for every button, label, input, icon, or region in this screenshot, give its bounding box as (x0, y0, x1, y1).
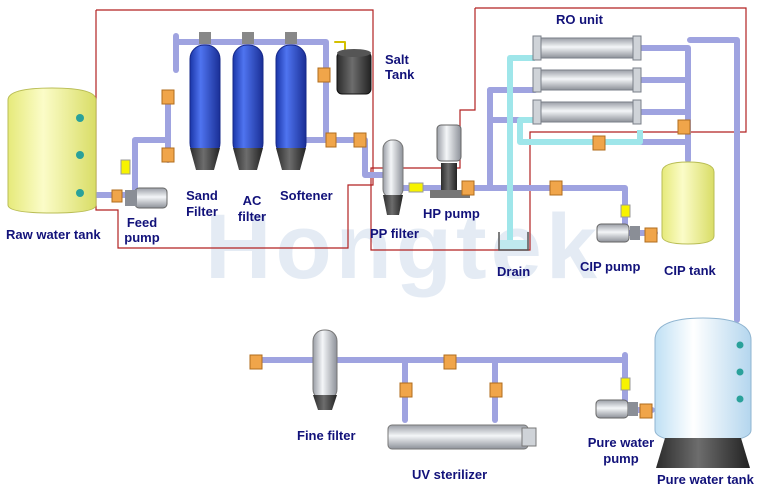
pure-water-pump (595, 399, 638, 419)
hp-pump (430, 124, 470, 198)
label-feed-pump-line1: Feed (126, 215, 158, 230)
label-salt-tank-line2: Tank (385, 67, 415, 82)
sight-glasses (120, 159, 631, 391)
salt-tank (336, 49, 372, 95)
label-pp-filter: PP filter (370, 226, 419, 241)
label-drain: Drain (497, 264, 531, 279)
label-feed-pump-line2: pump (124, 230, 160, 245)
cip-pump (596, 223, 640, 243)
fine-filter-vessel (312, 329, 338, 410)
label-pure-water-pump-line2: pump (603, 451, 639, 466)
watermark-text: Hongtek (205, 196, 601, 298)
label-ro-unit: RO unit (556, 12, 603, 27)
label-ac-filter-line1: AC (242, 193, 262, 208)
drain-container (498, 232, 529, 251)
ro-section-outline (370, 7, 747, 251)
label-pure-water-tank: Pure water tank (657, 472, 754, 487)
label-ac-filter-line2: filter (237, 209, 267, 224)
uv-sterilizer (387, 424, 537, 450)
sand-filter-vessel (189, 32, 221, 170)
label-cip-tank: CIP tank (664, 263, 716, 278)
softener-vessel (275, 32, 307, 170)
label-hp-pump: HP pump (423, 206, 480, 221)
label-pure-water-pump-line1: Pure water (587, 435, 655, 450)
label-cip-pump: CIP pump (580, 259, 641, 274)
label-salt-tank-line1: Salt (385, 52, 409, 67)
raw-water-tank (7, 87, 97, 214)
cip-tank (661, 161, 715, 245)
valves (161, 67, 691, 419)
pp-filter-vessel (382, 139, 404, 215)
label-softener: Softener (280, 188, 333, 203)
label-sand-filter-line2: Filter (186, 204, 218, 219)
label-fine-filter: Fine filter (297, 428, 356, 443)
feed-pump (111, 187, 168, 209)
label-uv-sterilizer: UV sterilizer (412, 467, 488, 482)
pretreatment-outline (95, 9, 374, 249)
label-sand-filter-line1: Sand (186, 188, 218, 203)
pure-water-tank (654, 317, 752, 468)
label-raw-water-tank: Raw water tank (6, 227, 101, 242)
ac-filter-vessel (232, 32, 264, 170)
ro-concentrate-pipes (507, 55, 643, 240)
ro-membranes (532, 35, 642, 125)
